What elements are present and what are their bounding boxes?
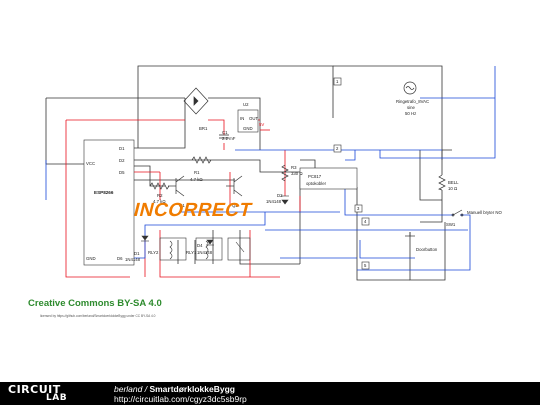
logo-word-lab: LAB	[46, 393, 68, 403]
ringetrafo-source	[403, 81, 417, 95]
pc817-label: PC817	[308, 174, 322, 179]
q2-label: Q2	[232, 203, 238, 208]
ringetrafo-freq: 50 Hz	[405, 111, 416, 116]
rly2-label: RLY2	[148, 250, 159, 255]
author-link[interactable]: berland	[114, 384, 143, 394]
esp-pin-d5: D5	[119, 170, 125, 175]
ringetrafo-sub: sine	[407, 105, 415, 110]
c1-value: 2.2 mF	[222, 136, 236, 141]
node-5: 5	[364, 263, 367, 268]
r1-resistor	[191, 156, 212, 164]
d4-diode	[206, 239, 214, 246]
node-4: 4	[364, 219, 367, 224]
d4-label: D4	[197, 243, 203, 248]
u2-label: U2	[243, 102, 249, 107]
r2-value: 4.7 kΩ	[153, 199, 166, 204]
esp-pin-d2: D2	[119, 158, 125, 163]
u2-gnd-label: GND	[243, 126, 253, 131]
r3-label: R3	[291, 165, 297, 170]
node-1: 1	[336, 79, 339, 84]
circuit-title[interactable]: SmartdørklokkeBygg	[149, 384, 235, 394]
title-separator: /	[142, 384, 150, 394]
pc817-optocoupler	[299, 167, 358, 190]
bell-value: 10 Ω	[448, 186, 458, 191]
schematic-diagram: VCC GND D1 D2 D5 D6 ESP8266 U2 IN OUT GN…	[45, 65, 503, 281]
node-2: 2	[336, 146, 339, 151]
sw1-label: SW1	[446, 222, 456, 227]
r1-value: 4.7 kΩ	[190, 177, 203, 182]
doorbutton-switch	[405, 232, 415, 237]
rly-relays	[159, 237, 251, 261]
sw-manual-label: Manuell bryter NO	[467, 210, 503, 215]
sw1-switch	[451, 209, 464, 217]
r3-resistor	[281, 164, 289, 182]
u2-regulator	[237, 109, 259, 133]
license-subtext: licensed by https://github.com/berland/S…	[40, 314, 156, 318]
doorbutton-label: Doorbutton	[416, 247, 438, 252]
q2-transistor	[226, 175, 243, 197]
circuit-url[interactable]: http://circuitlab.com/cgyz3dc5sb9rp	[114, 394, 247, 404]
red-wires	[65, 119, 301, 278]
r3-value: 330 Ω	[291, 171, 303, 176]
u2-5v-label: 5V	[259, 122, 264, 127]
footer-bar: CIRCUIT LAB berland / SmartdørklokkeBygg…	[0, 382, 540, 405]
footer-title-line: berland / SmartdørklokkeBygg	[114, 384, 235, 394]
esp-pin-gnd: GND	[86, 256, 96, 261]
node-flags	[333, 77, 370, 270]
license-text: Creative Commons BY-SA 4.0	[28, 298, 162, 309]
blue-wires	[45, 66, 496, 271]
rly1-label: RLY1	[186, 250, 197, 255]
d1-label: D1	[134, 251, 140, 256]
d2-value: 1N4148	[266, 199, 282, 204]
q1-label: Q1	[179, 203, 185, 208]
d1-value: 1N4148	[125, 257, 141, 262]
schematic-canvas: VCC GND D1 D2 D5 D6 ESP8266 U2 IN OUT GN…	[28, 65, 503, 318]
circuitlab-logo[interactable]: CIRCUIT LAB	[6, 383, 76, 404]
u2-out-label: OUT	[249, 116, 258, 121]
br1-label: BR1	[199, 126, 208, 131]
esp-label: ESP8266	[94, 190, 114, 195]
c1-capacitor	[219, 134, 229, 139]
d1-diode	[141, 235, 149, 242]
bell-label: BELL	[448, 180, 459, 185]
bell-resistor	[438, 174, 446, 191]
u2-in-label: IN	[240, 116, 244, 121]
esp8266-module	[83, 139, 135, 266]
esp-pin-d6: D6	[117, 256, 123, 261]
esp-pin-d1: D1	[119, 146, 125, 151]
c1-label: C1	[222, 130, 228, 135]
node-3: 3	[357, 206, 360, 211]
esp-pin-vcc: VCC	[86, 161, 95, 166]
d4-value: 1N4148	[197, 250, 213, 255]
d2-label: D2	[277, 193, 283, 198]
d2-diode	[281, 195, 289, 205]
r2-resistor	[149, 182, 170, 190]
logo-word-circuit: CIRCUIT	[8, 383, 61, 396]
ringetrafo-label: Ringetrafo_8VAC	[396, 99, 429, 104]
bridge-rectifier	[183, 87, 209, 115]
pc817-sub: optokobler	[306, 181, 327, 186]
q1-transistor	[168, 175, 185, 197]
incorrect-watermark: INCORRECT	[131, 200, 255, 221]
r1-label: R1	[194, 170, 200, 175]
r2-label: R2	[157, 193, 163, 198]
black-wires	[45, 65, 452, 281]
